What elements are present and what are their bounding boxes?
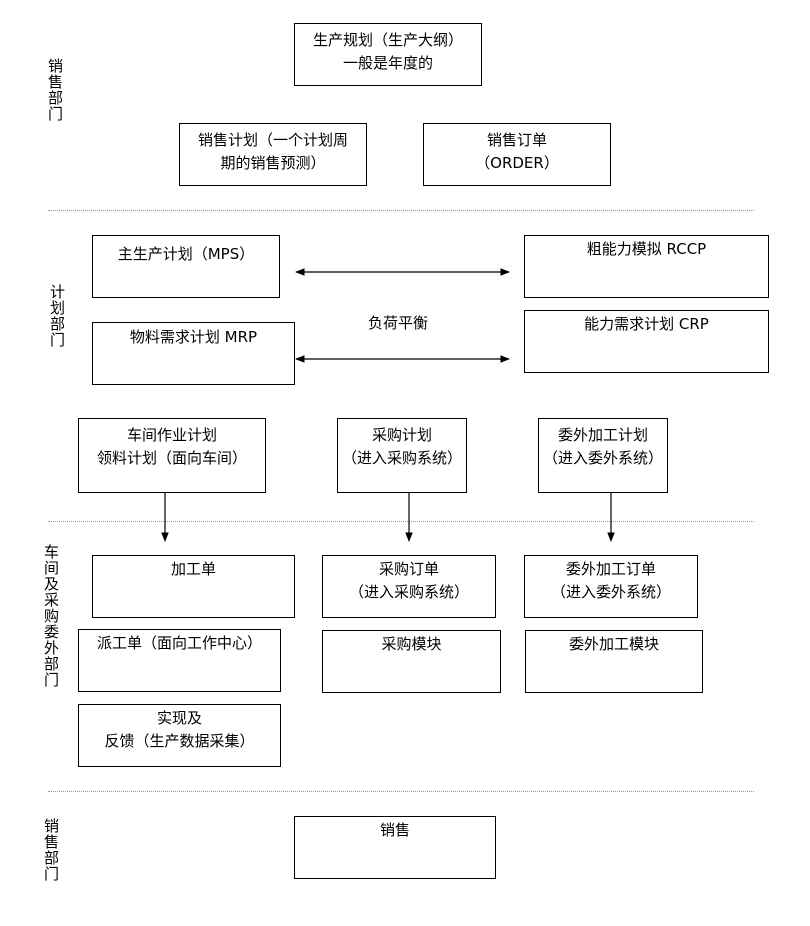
box-text: 实现及 xyxy=(156,709,202,727)
box-text: 委外加工订单 xyxy=(565,560,656,578)
outsource-order-box: 委外加工订单 （进入委外系统） xyxy=(524,555,698,618)
box-text: 主生产计划（MPS） xyxy=(117,245,255,263)
box-text: （进入采购系统） xyxy=(348,583,469,601)
outsource-plan-box: 委外加工计划 （进入委外系统） xyxy=(538,418,668,493)
section-divider xyxy=(48,210,754,211)
box-text: 采购模块 xyxy=(381,635,442,653)
load-balance-label: 负荷平衡 xyxy=(368,314,429,332)
box-text: 销售订单 xyxy=(486,131,547,149)
purchase-module-box: 采购模块 xyxy=(322,630,501,693)
mps-box: 主生产计划（MPS） xyxy=(92,235,280,298)
box-text: （ORDER） xyxy=(475,154,559,172)
sales-plan-box: 销售计划（一个计划周 期的销售预测） xyxy=(179,123,367,186)
box-text: 一般是年度的 xyxy=(342,54,433,72)
box-text: 加工单 xyxy=(170,560,216,578)
production-plan-box: 生产规划（生产大纲） 一般是年度的 xyxy=(294,23,482,86)
box-text: 委外加工模块 xyxy=(568,635,659,653)
purchase-plan-box: 采购计划 （进入采购系统） xyxy=(337,418,467,493)
section-divider xyxy=(48,521,754,522)
work-order-box: 加工单 xyxy=(92,555,295,618)
box-text: 领料计划（面向车间） xyxy=(96,449,247,467)
box-text: 能力需求计划 CRP xyxy=(584,315,709,333)
box-text: 粗能力模拟 RCCP xyxy=(586,240,707,258)
dispatch-order-box: 派工单（面向工作中心） xyxy=(78,629,281,692)
box-text: 物料需求计划 MRP xyxy=(129,328,258,346)
mrp-box: 物料需求计划 MRP xyxy=(92,322,295,385)
box-text: 生产规划（生产大纲） xyxy=(312,31,463,49)
box-text: 车间作业计划 xyxy=(126,426,217,444)
box-text: 销售计划（一个计划周 xyxy=(197,131,348,149)
dept-label-sales-top: 销售部门 xyxy=(46,58,64,122)
feedback-box: 实现及 反馈（生产数据采集） xyxy=(78,704,281,767)
workshop-plan-box: 车间作业计划 领料计划（面向车间） xyxy=(78,418,266,493)
box-text: （进入委外系统） xyxy=(542,449,663,467)
box-text: 委外加工计划 xyxy=(557,426,648,444)
dept-label-planning: 计划部门 xyxy=(48,284,66,348)
purchase-order-box: 采购订单 （进入采购系统） xyxy=(322,555,496,618)
box-text: （进入委外系统） xyxy=(550,583,671,601)
box-text: 反馈（生产数据采集） xyxy=(104,732,255,750)
box-text: 销售 xyxy=(379,821,410,839)
box-text: （进入采购系统） xyxy=(341,449,462,467)
dept-label-sales-bottom: 销售部门 xyxy=(42,818,60,882)
dept-label-workshop: 车间及采购委外部门 xyxy=(42,544,60,688)
box-text: 采购计划 xyxy=(371,426,432,444)
box-text: 采购订单 xyxy=(378,560,439,578)
box-text: 期的销售预测） xyxy=(220,154,326,172)
sales-box: 销售 xyxy=(294,816,496,879)
crp-box: 能力需求计划 CRP xyxy=(524,310,769,373)
section-divider xyxy=(48,791,754,792)
box-text: 派工单（面向工作中心） xyxy=(96,634,262,652)
sales-order-box: 销售订单 （ORDER） xyxy=(423,123,611,186)
outsource-module-box: 委外加工模块 xyxy=(525,630,703,693)
rccp-box: 粗能力模拟 RCCP xyxy=(524,235,769,298)
